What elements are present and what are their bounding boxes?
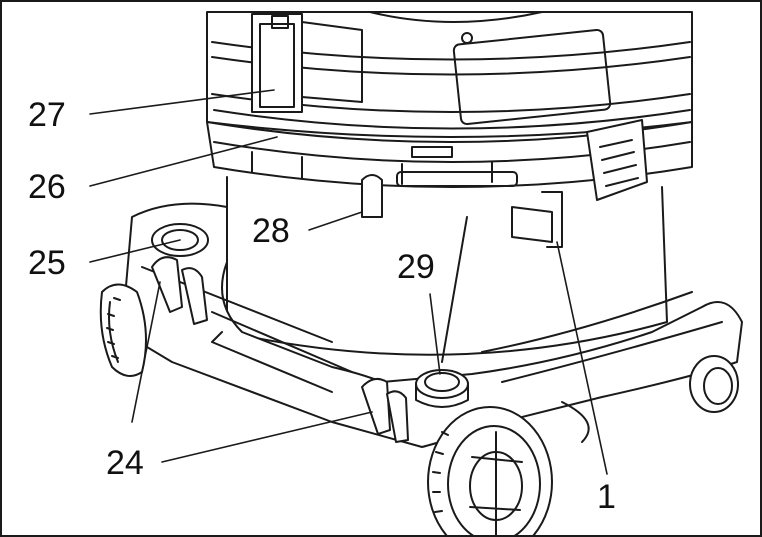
- cable-hook: [361, 174, 383, 218]
- callout-26: 26: [28, 168, 66, 206]
- callout-1: 1: [597, 478, 616, 516]
- carry-handle: [251, 13, 363, 113]
- callout-27: 27: [28, 96, 66, 134]
- left-wheel: [99, 283, 147, 377]
- front-wheel: [427, 406, 553, 535]
- chassis-base: [121, 202, 743, 448]
- lid: [206, 11, 693, 138]
- callout-25: 25: [28, 244, 66, 282]
- callout-24: 24: [106, 444, 144, 482]
- side-latch: [586, 119, 648, 201]
- front-socket: [415, 369, 469, 408]
- leader-lines: [89, 89, 608, 475]
- clamp-ring: [206, 121, 693, 188]
- callout-29: 29: [397, 248, 435, 286]
- right-wheel: [689, 355, 739, 413]
- hose-holders: [151, 256, 409, 443]
- callout-28: 28: [252, 212, 290, 250]
- tank: [226, 176, 668, 363]
